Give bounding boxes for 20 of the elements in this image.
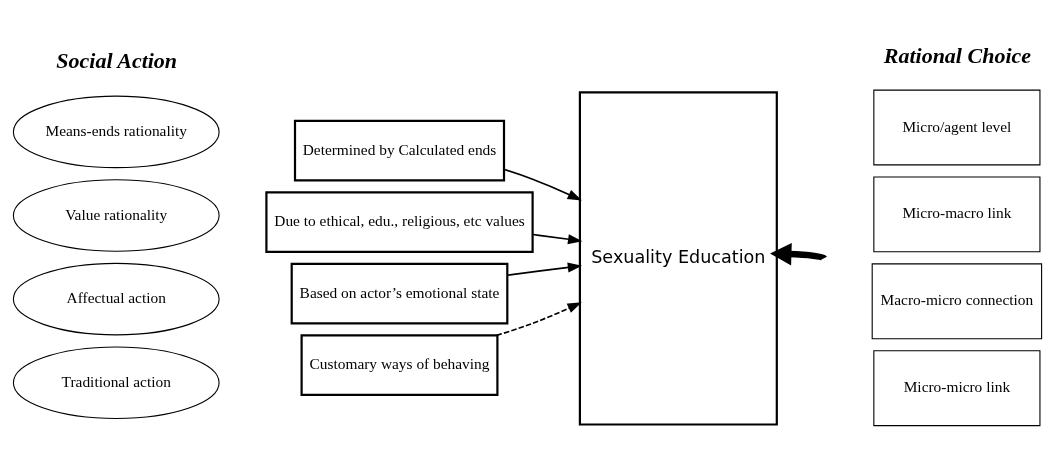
arrow [770,242,826,265]
node-box: Based on actor’s emotional state [290,262,509,324]
arrow [532,233,583,244]
node-box: Micro-micro link [873,349,1041,426]
arrow [503,168,582,201]
node-box: Customary ways of behaving [300,333,499,396]
node-box: Sexuality Education [578,90,778,426]
node-ellipse: Affectual action [12,262,220,335]
node-ellipse: Traditional action [12,345,220,419]
node-ellipse: Means-ends rationality [12,95,220,168]
node-box: Micro-macro link [873,175,1041,252]
node-ellipse: Value rationality [12,178,220,252]
node-box: Micro/agent level [873,89,1041,165]
arrow [495,301,582,336]
arrow [506,262,583,276]
node-box: Due to ethical, edu., religious, etc values [265,190,534,253]
node-box: Macro-micro connection [871,262,1043,339]
label: Rational Choice [883,42,1032,68]
label: Social Action [56,47,178,73]
node-box: Determined by Calculated ends [293,119,506,181]
